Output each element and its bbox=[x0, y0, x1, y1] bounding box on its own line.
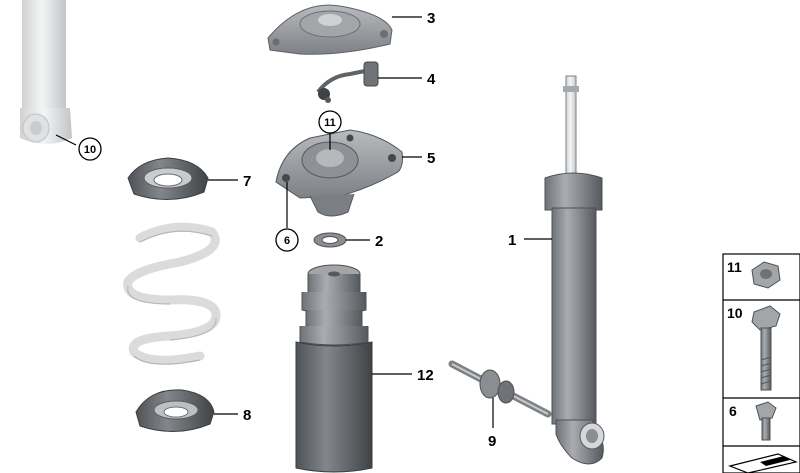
top-mount-cover bbox=[267, 4, 393, 55]
callout-12: 12 bbox=[417, 367, 434, 384]
callout-4: 4 bbox=[427, 71, 436, 88]
washer bbox=[313, 232, 347, 248]
callout-9: 9 bbox=[488, 433, 496, 450]
shock-absorber bbox=[544, 75, 605, 465]
fastener-legend: 11 10 6 bbox=[722, 253, 800, 473]
legend-label-nut: 11 bbox=[727, 259, 742, 275]
callout-8: 8 bbox=[243, 407, 251, 424]
screw-icon bbox=[755, 401, 777, 441]
legend-label-screw: 6 bbox=[729, 403, 737, 419]
nut-icon bbox=[751, 261, 781, 289]
callout-5: 5 bbox=[427, 150, 435, 167]
callout-7: 7 bbox=[243, 173, 251, 190]
callout-2: 2 bbox=[375, 233, 383, 250]
upper-spring-pad bbox=[127, 157, 209, 201]
top-mount bbox=[275, 129, 403, 217]
legend-label-bolt: 10 bbox=[727, 305, 743, 321]
circled-callout-6: 6 bbox=[284, 235, 290, 247]
wiring-clip bbox=[316, 61, 379, 103]
callout-3: 3 bbox=[427, 10, 435, 27]
bolt-icon bbox=[751, 305, 781, 391]
callout-1: 1 bbox=[508, 232, 516, 249]
wedge-icon bbox=[728, 453, 798, 473]
circled-callout-11: 11 bbox=[324, 117, 336, 129]
bracket-link bbox=[448, 360, 552, 418]
lower-spring-pad bbox=[135, 389, 215, 433]
circled-callout-10: 10 bbox=[84, 144, 96, 156]
ghost-shock-absorber bbox=[20, 0, 72, 144]
coil-spring bbox=[123, 222, 221, 365]
bump-stop-boot bbox=[295, 264, 373, 473]
